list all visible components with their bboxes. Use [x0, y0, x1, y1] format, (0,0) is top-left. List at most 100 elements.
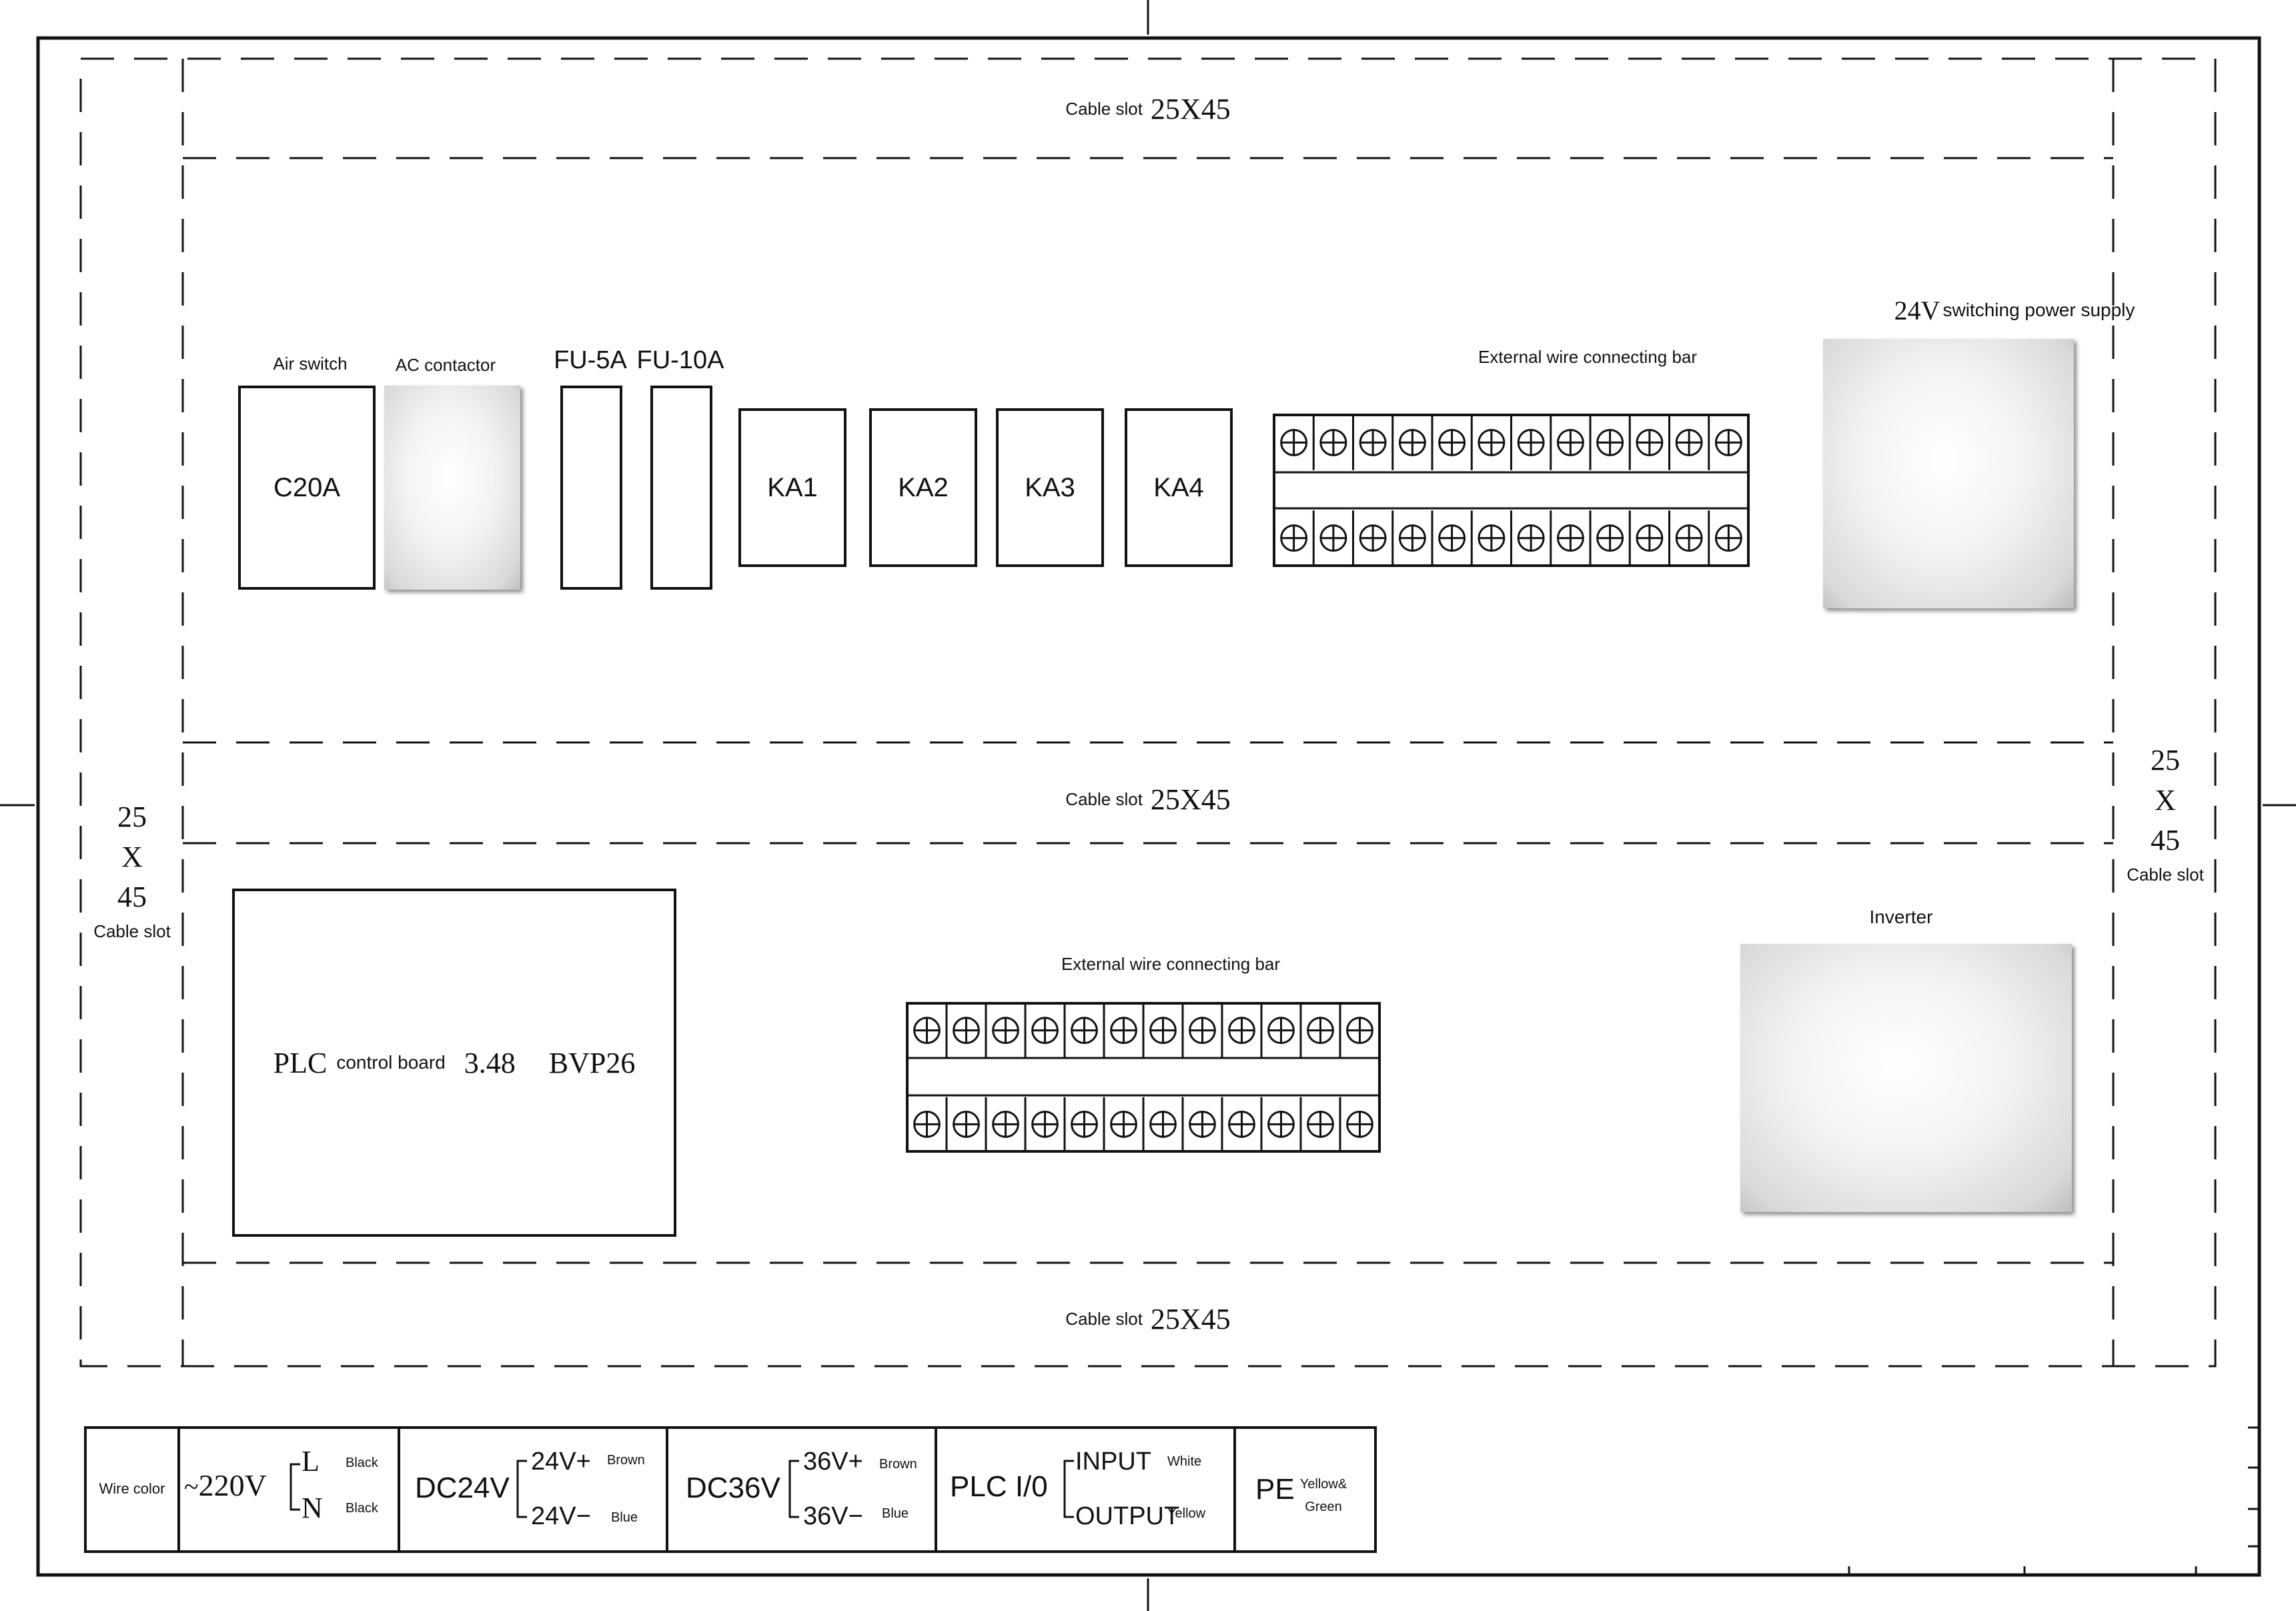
legend-dc36-minus: 36V− — [803, 1502, 863, 1530]
legend-ac220: ~220V — [184, 1468, 291, 1508]
terminal-screw-icon — [1359, 428, 1387, 456]
terminal-screw-icon — [1636, 428, 1664, 456]
relay-ka4: KA4 — [1125, 408, 1233, 567]
terminal-screw-icon — [1556, 524, 1584, 552]
terminal-screw-icon — [1228, 1017, 1255, 1045]
power-supply-block — [1823, 339, 2074, 608]
relay-ka4-label: KA4 — [1153, 472, 1204, 502]
legend-ac220-n-color: Black — [346, 1501, 378, 1516]
legend-plcio-name: PLC I/0 — [950, 1470, 1048, 1503]
power-supply-volt: 24V — [1894, 295, 1940, 326]
terminal-screw-icon — [992, 1017, 1019, 1045]
cable-slot-middle-label: Cable slot — [1065, 788, 1143, 809]
relay-ka2-label: KA2 — [898, 472, 949, 502]
legend-dc36-plus: 36V+ — [803, 1448, 863, 1476]
terminal-screw-icon — [953, 1110, 980, 1138]
terminal-screw-icon — [1596, 524, 1624, 552]
cable-slot-right: 25 X 45 Cable slot — [2112, 740, 2219, 885]
power-supply-label: 24V switching power supply — [1841, 294, 2188, 327]
terminal-screw-icon — [1319, 524, 1347, 552]
fuse1-label: FU-5A — [554, 346, 627, 374]
terminal-screw-icon — [913, 1110, 941, 1138]
terminal-screw-icon — [1636, 524, 1664, 552]
fuse1 — [560, 386, 622, 590]
terminal-screw-icon — [1714, 524, 1742, 552]
relay-ka3-label: KA3 — [1025, 472, 1075, 502]
terminal-screw-icon — [1714, 428, 1742, 456]
terminal-bar-top-label: External wire connecting bar — [1478, 346, 1698, 367]
cable-slot-top: Cable slot 25X45 — [948, 85, 1348, 132]
legend-ac220-n: N — [302, 1492, 323, 1524]
terminal-screw-icon — [1189, 1017, 1216, 1045]
legend-plcio-output: OUTPUT — [1075, 1502, 1180, 1530]
cable-slot-left-l2: X — [121, 841, 143, 873]
terminal-screw-icon — [992, 1110, 1019, 1138]
terminal-screw-icon — [1031, 1017, 1059, 1045]
terminal-screw-icon — [1596, 428, 1624, 456]
terminal-screw-icon — [1438, 428, 1466, 456]
terminal-screw-icon — [1346, 1110, 1373, 1138]
terminal-screw-icon — [1346, 1017, 1373, 1045]
cable-slot-left-l3: 45 — [117, 881, 147, 913]
plc-prefix: PLC — [273, 1046, 328, 1079]
terminal-screw-icon — [1110, 1017, 1137, 1045]
terminal-screw-icon — [1359, 524, 1387, 552]
air-switch: C20A — [238, 386, 376, 590]
terminal-screw-icon — [1228, 1110, 1255, 1138]
terminal-screw-icon — [1307, 1017, 1334, 1045]
terminal-screw-icon — [1319, 428, 1347, 456]
legend-dc36-plus-color: Brown — [879, 1457, 917, 1472]
legend-pe-name: PE — [1255, 1473, 1295, 1506]
terminal-screw-icon — [1517, 428, 1545, 456]
legend-ac220-tilde: ~ — [184, 1472, 199, 1502]
legend-title: Wire color — [99, 1480, 165, 1497]
cable-slot-top-label: Cable slot — [1065, 98, 1143, 119]
legend-pe-c2: Green — [1305, 1500, 1342, 1514]
terminal-bar-bottom-label: External wire connecting bar — [1061, 953, 1281, 974]
cable-slot-left-l1: 25 — [117, 800, 147, 833]
relay-ka1: KA1 — [738, 408, 846, 567]
terminal-screw-icon — [1438, 524, 1466, 552]
ac-contactor-block — [384, 386, 520, 590]
terminal-screw-icon — [953, 1017, 980, 1045]
terminal-bar-top — [1273, 414, 1750, 567]
legend-plcio-input: INPUT — [1075, 1448, 1151, 1476]
legend-dc24-plus-color: Brown — [607, 1453, 645, 1468]
legend-ac220-l: L — [302, 1445, 320, 1478]
plc-model2: BVP26 — [548, 1046, 636, 1079]
legend-ac220-l-color: Black — [346, 1456, 378, 1470]
wire-color-legend — [84, 1426, 1377, 1553]
inverter-label: Inverter — [1869, 907, 1933, 927]
legend-dc24-plus: 24V+ — [531, 1448, 591, 1476]
terminal-screw-icon — [1556, 428, 1584, 456]
air-switch-label: Air switch — [273, 353, 348, 374]
terminal-screw-icon — [1110, 1110, 1137, 1138]
cable-slot-bottom: Cable slot 25X45 — [948, 1295, 1348, 1342]
terminal-screw-icon — [1189, 1110, 1216, 1138]
legend-plcio-output-color: Yellow — [1167, 1506, 1206, 1521]
terminal-screw-icon — [1398, 524, 1426, 552]
legend-dc24-minus: 24V− — [531, 1502, 591, 1530]
legend-plcio-input-color: White — [1167, 1454, 1202, 1469]
legend-dc24-name: DC24V — [415, 1472, 510, 1504]
cable-slot-right-l2: X — [2155, 784, 2176, 817]
legend-dc24-minus-color: Blue — [611, 1510, 638, 1525]
cable-slot-bottom-size: 25X45 — [1150, 1302, 1231, 1335]
terminal-screw-icon — [1675, 524, 1703, 552]
cable-slot-middle-size: 25X45 — [1150, 782, 1231, 816]
legend-ac220-volt: 220V — [198, 1468, 267, 1502]
terminal-bar-bottom — [906, 1002, 1381, 1153]
cable-slot-top-size: 25X45 — [1150, 92, 1231, 125]
legend-dc36-minus-color: Blue — [882, 1506, 909, 1521]
ac-contactor-label: AC contactor — [395, 354, 496, 375]
air-switch-rating: C20A — [273, 472, 341, 502]
terminal-screw-icon — [1517, 524, 1545, 552]
fuse2 — [650, 386, 712, 590]
relay-ka1-label: KA1 — [767, 472, 818, 502]
terminal-screw-icon — [1071, 1017, 1098, 1045]
legend-dc36-name: DC36V — [686, 1472, 780, 1504]
power-supply-text: switching power supply — [1942, 300, 2135, 320]
legend-pe-c1: Yellow& — [1299, 1477, 1347, 1492]
